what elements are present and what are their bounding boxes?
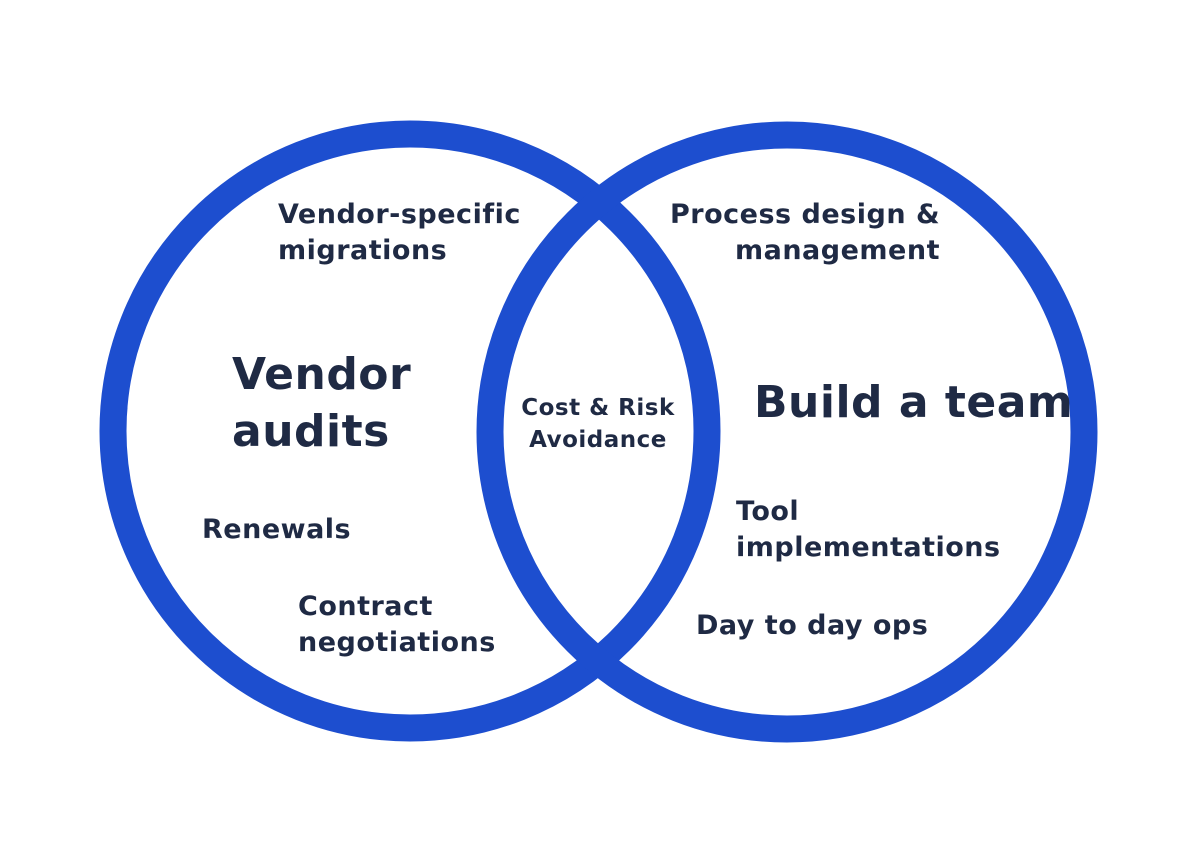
vendor-specific-migrations-label: Vendor-specific migrations bbox=[278, 199, 521, 266]
process-design-label: Process design & management bbox=[670, 199, 940, 266]
day-to-day-ops-label: Day to day ops bbox=[696, 610, 929, 641]
renewals-label: Renewals bbox=[202, 514, 352, 545]
build-a-team-title: Build a team bbox=[754, 377, 1074, 428]
vendor-audits-title: Vendor audits bbox=[232, 349, 412, 457]
tool-implementations-label: Tool implementations bbox=[736, 496, 1001, 563]
right-circle bbox=[476, 121, 1098, 743]
left-circle bbox=[99, 120, 721, 742]
intersection-label: Cost & Risk Avoidance bbox=[521, 395, 675, 453]
contract-negotiations-label: Contract negotiations bbox=[298, 591, 496, 658]
